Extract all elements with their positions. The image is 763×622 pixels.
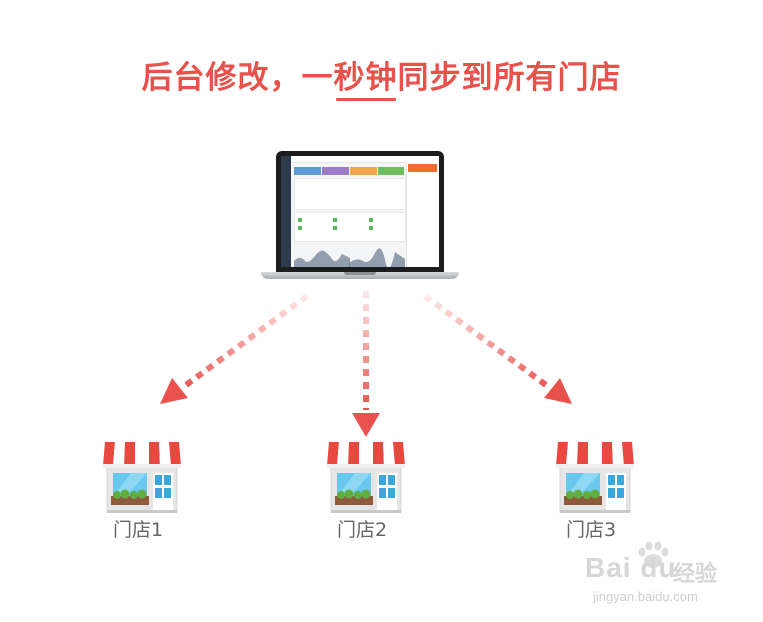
laptop-notch (344, 272, 376, 275)
storefront-icon (327, 440, 405, 514)
dashboard-check (333, 218, 337, 222)
dashboard-check (298, 218, 302, 222)
dashboard-sidebar (281, 156, 291, 267)
dashboard-band-blue (294, 167, 321, 175)
dashboard-band-orange (350, 167, 377, 175)
baidu-logo-text: Bai du (585, 552, 677, 583)
dashboard-wave-chart (349, 248, 405, 267)
store-label-3: 门店3 (566, 519, 617, 541)
laptop-base (261, 272, 459, 279)
storefront-icon (103, 440, 181, 514)
dashboard-card-stats (294, 178, 406, 210)
dashboard-check (369, 226, 373, 230)
page-headline: 后台修改，一秒钟同步到所有门店 (141, 60, 622, 96)
baidu-brand-text: 经验 (673, 562, 718, 587)
dashboard-wave-chart (294, 250, 350, 267)
dashboard-band-green (378, 167, 404, 175)
dashboard-band-purple (322, 167, 349, 175)
dashboard-right-panel (406, 162, 439, 267)
laptop-dashboard-icon (261, 151, 459, 281)
laptop-screen-bezel (276, 151, 444, 272)
store-label-1: 门店1 (113, 519, 164, 541)
arrow-to-store-2 (352, 291, 380, 437)
dashboard-orange-button (408, 164, 437, 172)
dashboard-check (298, 226, 302, 230)
baidu-paw-icon (638, 541, 669, 568)
store-label-2: 门店2 (337, 519, 388, 541)
dashboard-check (369, 218, 373, 222)
dashboard-check (333, 226, 337, 230)
arrow-to-store-1 (160, 293, 309, 404)
arrow-to-store-3 (423, 293, 572, 404)
headline-underline (336, 98, 396, 101)
watermark-url: jingyan.baidu.com (593, 589, 698, 604)
dashboard-card-tasks (294, 212, 406, 242)
laptop-screen (281, 156, 439, 267)
dashboard-topbar (291, 156, 439, 163)
storefront-icon (556, 440, 634, 514)
